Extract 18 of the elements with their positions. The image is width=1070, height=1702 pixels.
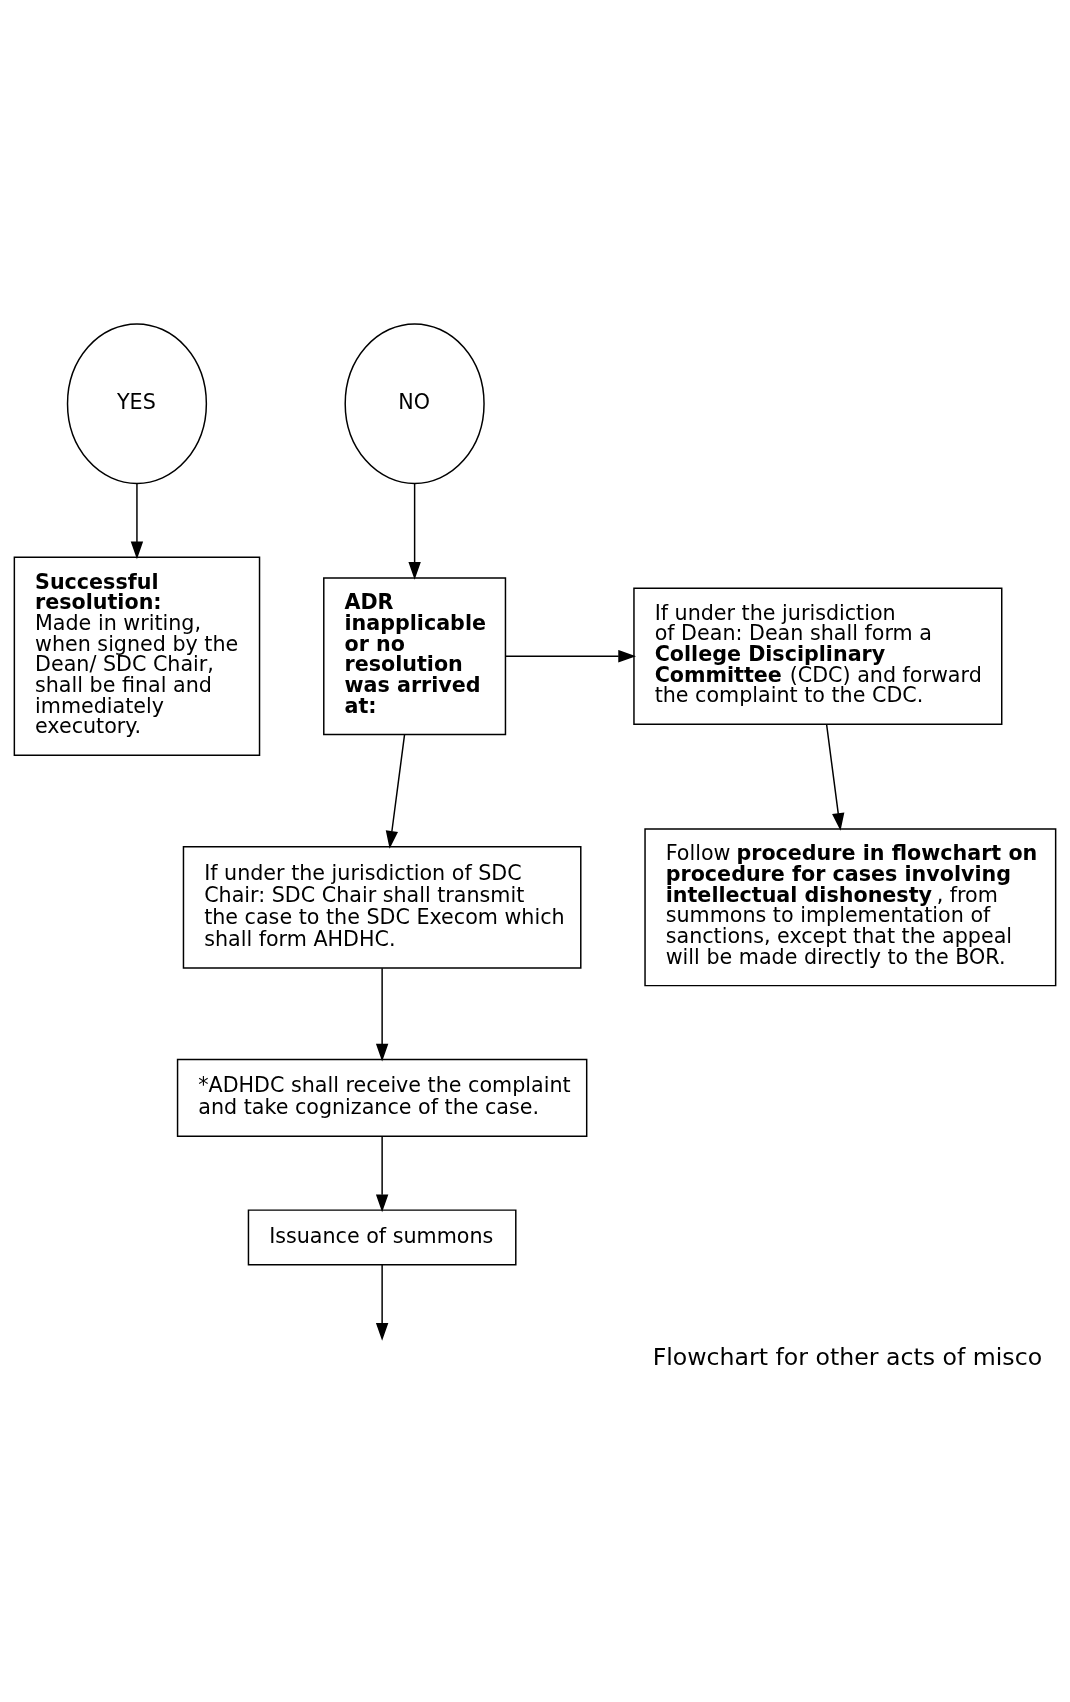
node-box: *ADHDC shall receive the complaint and take cognizance of the case.: [176, 1058, 588, 1137]
arrow: [375, 967, 389, 1062]
arrow: [825, 723, 845, 831]
node-box: Follow procedure in flowchart on procedure for cases involving intellectual dishonesty, from summons to implementation of sanctions, except that the appeal will be made directly to the BOR.: [644, 828, 1057, 987]
arrow: [385, 734, 406, 849]
node-box: If under the jurisdiction of SDC Chair: SDC Chair shall transmit the case to the SDC Execom which shall form AHDHC.: [182, 846, 582, 969]
arrow: [130, 482, 144, 560]
arrow: [408, 482, 421, 580]
arrow: [505, 650, 636, 663]
node-ellipse: NO: [344, 323, 485, 485]
node-box: ADR inapplicable or no resolution was arrived at:: [323, 577, 507, 736]
node-box: If under the jurisdiction of Dean: Dean shall form a College Disciplinary Committee (CDC) and forward the complaint to the CDC.: [633, 587, 1003, 725]
node-box: Successful resolution: Made in writing, when signed by the Dean/ SDC Chair, shall be final and immediately executory.: [13, 556, 261, 756]
arrow: [375, 1135, 389, 1213]
node-box: Issuance of summons: [247, 1209, 517, 1266]
node-ellipse: YES: [66, 323, 208, 485]
caption: Flowchart for other acts of misco: [652, 1342, 1043, 1371]
arrow: [375, 1264, 389, 1341]
